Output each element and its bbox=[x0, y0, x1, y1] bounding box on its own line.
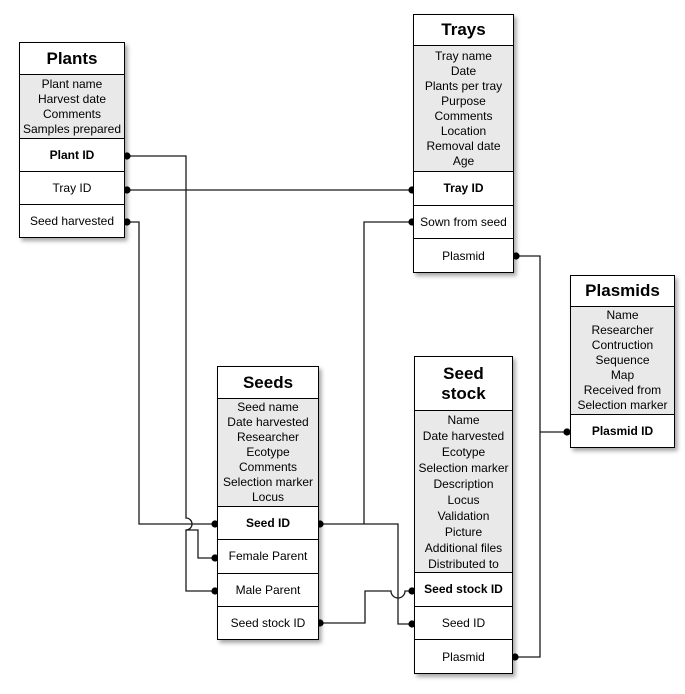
field-plants-plant-id: Plant ID bbox=[20, 139, 124, 172]
table-seed-stock-attributes: Name Date harvested Ecotype Selection ma… bbox=[415, 411, 512, 573]
connector-dot bbox=[563, 428, 571, 436]
field-seed-stock-plasmid: Plasmid bbox=[415, 640, 512, 674]
field-seed-stock-seed-id: Seed ID bbox=[415, 606, 512, 641]
field-trays-sown-from-seed: Sown from seed bbox=[414, 205, 513, 240]
table-seed-stock: Seed stock Name Date harvested Ecotype S… bbox=[414, 356, 513, 674]
line-seeds-seedstockid-seedstock-seedstockid bbox=[320, 590, 412, 624]
field-trays-tray-id: Tray ID bbox=[414, 172, 513, 206]
field-seeds-female-parent: Female Parent bbox=[218, 540, 318, 574]
connector-dot bbox=[123, 186, 131, 194]
connector-dot bbox=[408, 587, 416, 595]
field-plants-seed-harvested: Seed harvested bbox=[20, 205, 124, 237]
table-plants: Plants Plant name Harvest date Comments … bbox=[19, 42, 125, 238]
field-seed-stock-seed-stock-id: Seed stock ID bbox=[415, 573, 512, 607]
line-seeds-seedid-seedstock-seedid bbox=[320, 523, 412, 625]
table-plants-attributes: Plant name Harvest date Comments Samples… bbox=[20, 75, 124, 139]
table-seeds-attributes: Seed name Date harvested Researcher Ecot… bbox=[218, 399, 318, 507]
line-plants-plantid-seeds-maleparent bbox=[127, 155, 215, 592]
connector-dot bbox=[211, 554, 219, 562]
field-plasmids-plasmid-id: Plasmid ID bbox=[571, 415, 674, 447]
line-trays-plasmid-seedstock-plasmid bbox=[515, 255, 541, 658]
table-plasmids: Plasmids Name Researcher Contruction Seq… bbox=[570, 275, 675, 448]
line-trays-sownfromseed-seeds-seedid bbox=[363, 221, 412, 524]
connector-dot bbox=[512, 252, 520, 260]
table-trays-attributes: Tray name Date Plants per tray Purpose C… bbox=[414, 46, 513, 172]
table-seeds: Seeds Seed name Date harvested Researche… bbox=[217, 366, 319, 640]
table-trays-title: Trays bbox=[414, 15, 513, 46]
table-plants-title: Plants bbox=[20, 43, 124, 75]
field-seeds-seed-id: Seed ID bbox=[218, 507, 318, 541]
table-seed-stock-title: Seed stock bbox=[415, 357, 512, 411]
line-plants-seedharvested-seeds-seedid bbox=[127, 221, 215, 525]
table-seeds-title: Seeds bbox=[218, 367, 318, 399]
table-trays: Trays Tray name Date Plants per tray Pur… bbox=[413, 14, 514, 273]
connector-dot bbox=[123, 218, 131, 226]
connector-dot bbox=[211, 587, 219, 595]
connector-dot bbox=[511, 653, 519, 661]
connector-dot bbox=[123, 152, 131, 160]
field-plants-tray-id: Tray ID bbox=[20, 172, 124, 205]
table-plasmids-title: Plasmids bbox=[571, 276, 674, 307]
field-trays-plasmid: Plasmid bbox=[414, 239, 513, 273]
line-plants-plantid-seeds-femaleparent bbox=[186, 529, 215, 559]
connector-dot bbox=[408, 620, 416, 628]
field-seeds-seed-stock-id: Seed stock ID bbox=[218, 606, 318, 639]
connector-dots bbox=[123, 152, 571, 661]
table-plasmids-attributes: Name Researcher Contruction Sequence Map… bbox=[571, 307, 674, 415]
field-seeds-male-parent: Male Parent bbox=[218, 573, 318, 607]
connector-dot bbox=[211, 520, 219, 528]
